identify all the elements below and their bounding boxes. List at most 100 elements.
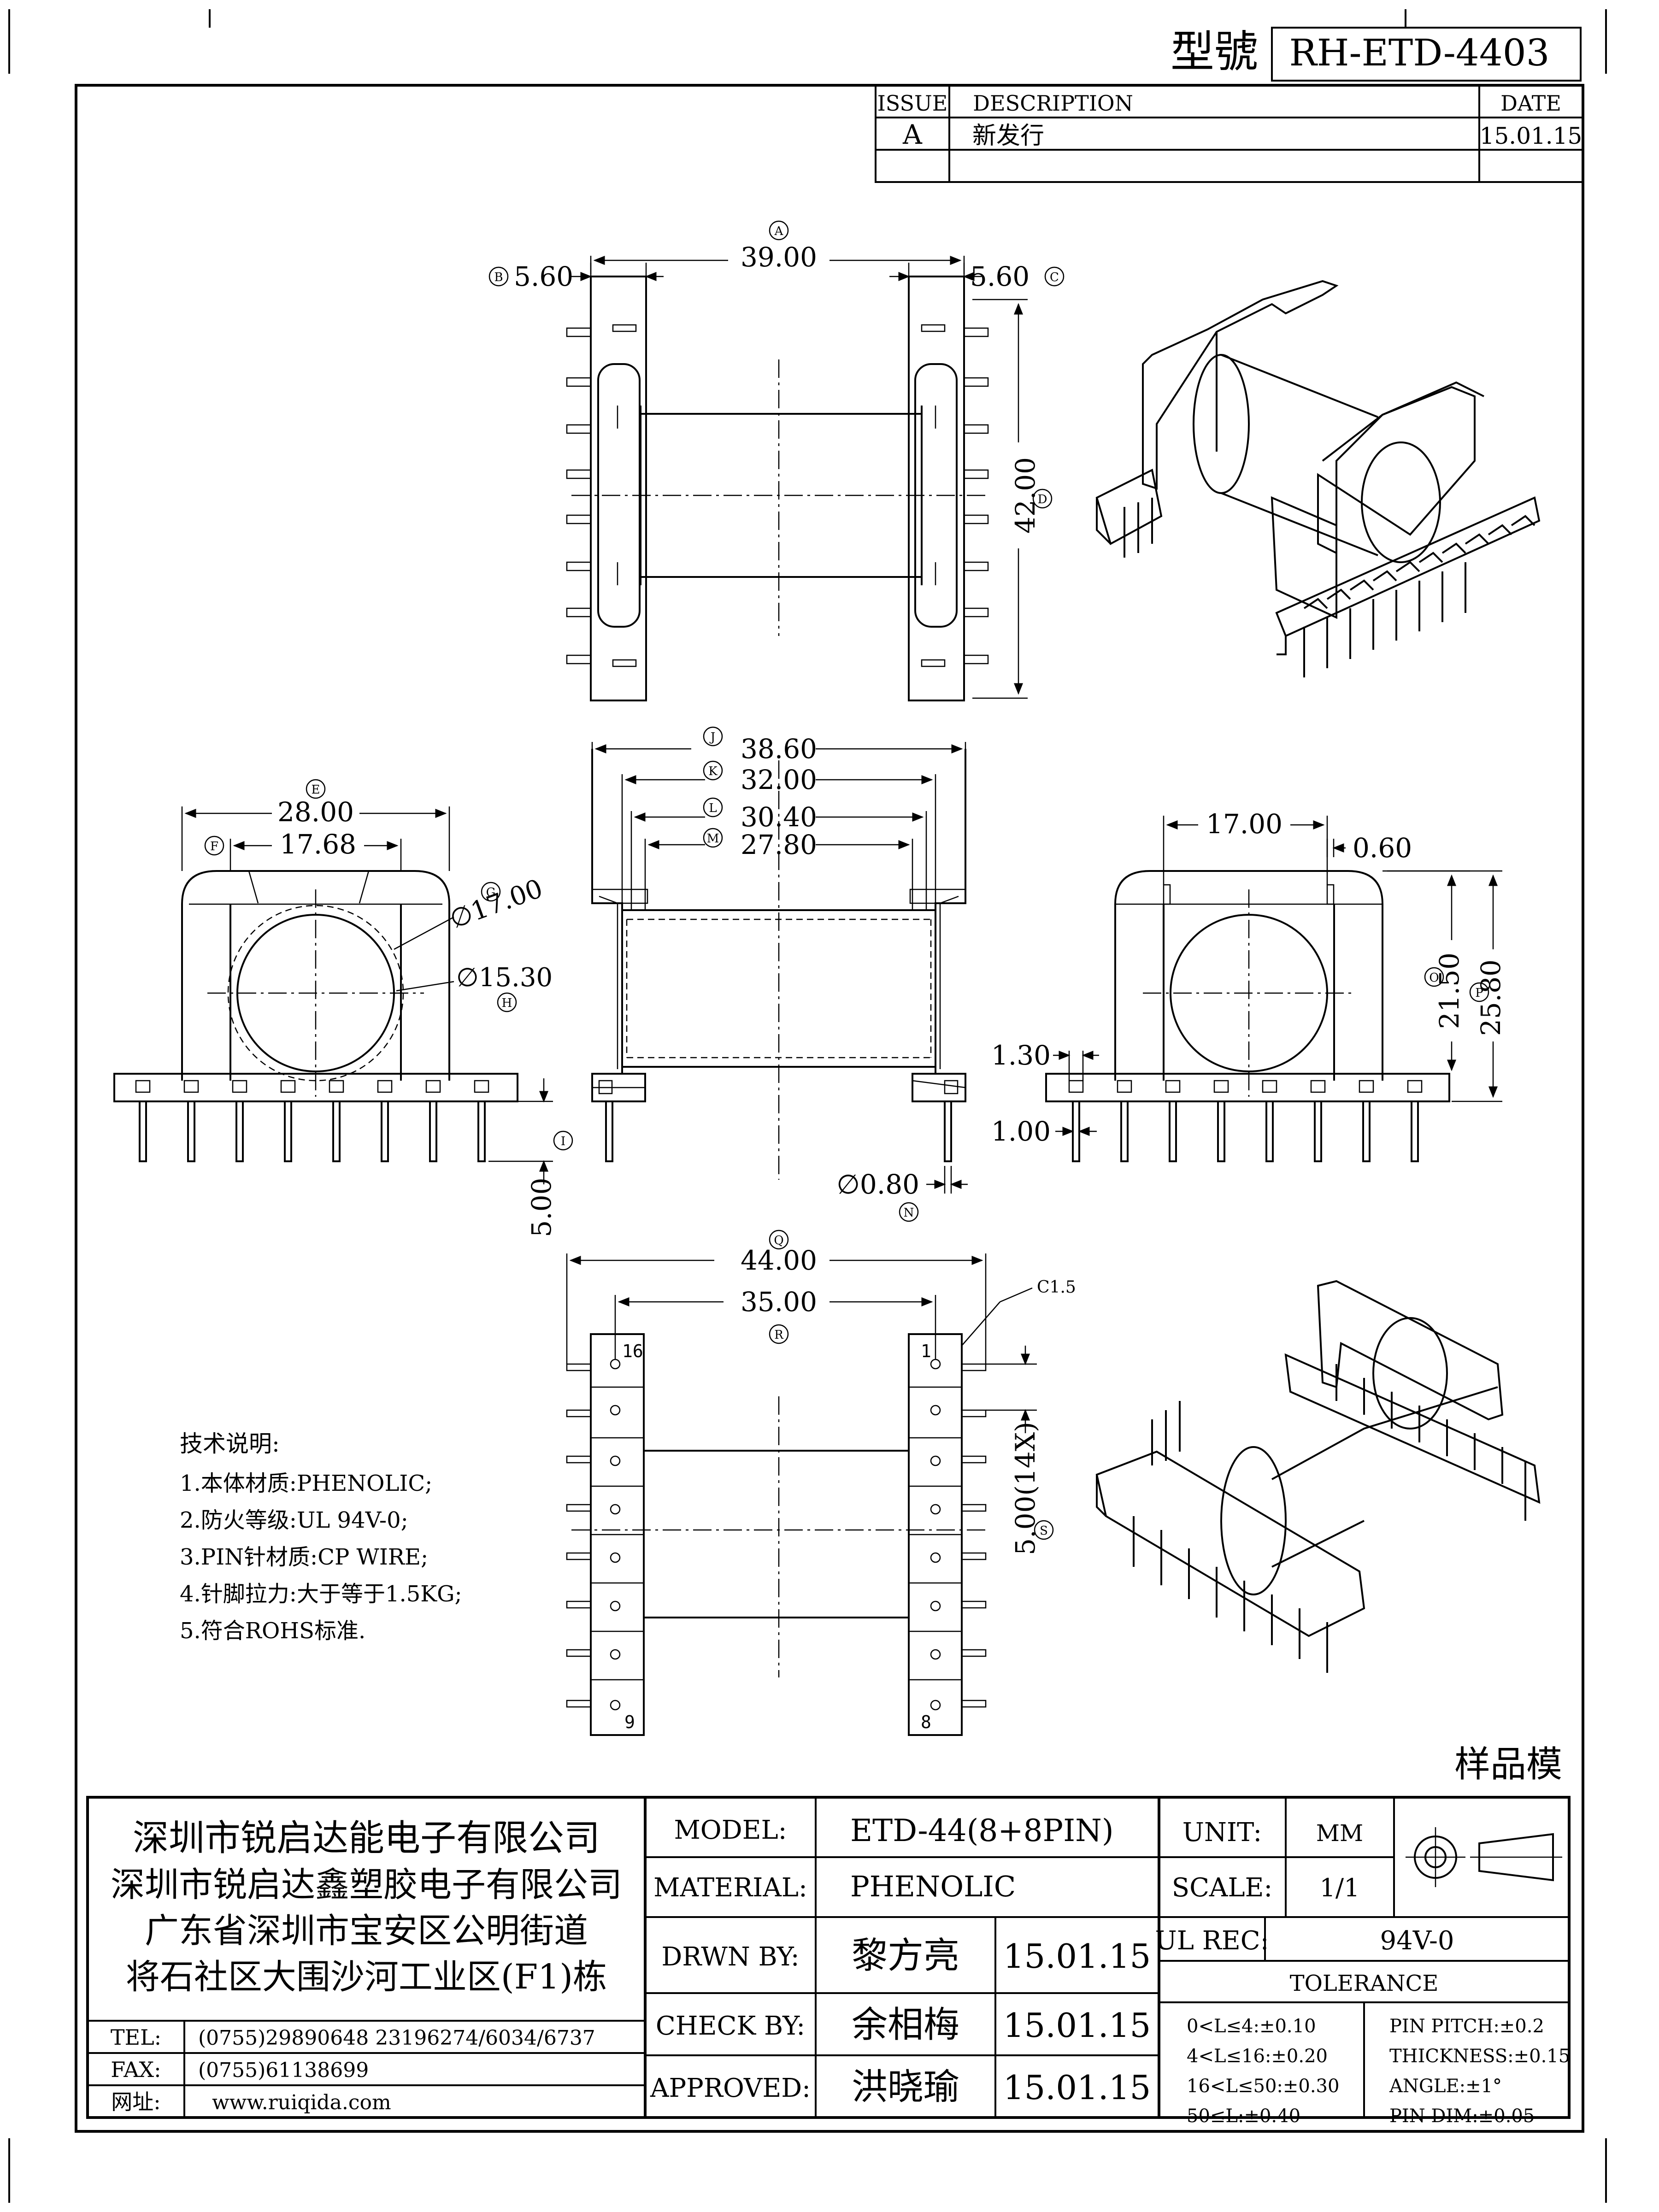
rev-col-desc: DESCRIPTION <box>973 91 1133 116</box>
model-value-tb: ETD-44(8+8PIN) <box>850 1813 1114 1848</box>
dim-d-value: 42.00 <box>1010 457 1041 534</box>
note-item-3: 3.PIN针材质:CP WIRE; <box>180 1544 428 1570</box>
company-line-1: 深圳市锐启达能电子有限公司 <box>133 1818 600 1859</box>
dim-f-value: 17.68 <box>280 829 356 860</box>
side-view: 38.60 J 32.00 K 30.40 L 27.80 M ∅0.80 <box>591 726 968 1222</box>
dim-c-tag: C <box>1050 271 1059 284</box>
dim-i-tag: I <box>561 1135 565 1148</box>
web-value: www.ruiqida.com <box>212 2091 391 2114</box>
dim-m-tag: M <box>707 832 719 846</box>
dim-f-tag: F <box>210 840 218 853</box>
drawn-date: 15.01.15 <box>1003 1937 1151 1976</box>
fax-label: FAX: <box>111 2057 161 2082</box>
dim-h-tag: H <box>502 996 512 1010</box>
dim-l-tag: L <box>709 801 717 815</box>
tolerance-label: TOLERANCE <box>1290 1971 1439 1996</box>
dim-q-tag: Q <box>774 1234 783 1247</box>
dim-d-tag: D <box>1038 493 1047 506</box>
pin-16-label: 16 <box>622 1341 643 1361</box>
notes-title: 技术说明: <box>180 1430 280 1457</box>
dim-o-tag: O <box>1429 971 1439 985</box>
dim-n-tag: N <box>904 1206 914 1220</box>
tel-value: (0755)29890648 23196274/6034/6737 <box>198 2026 595 2050</box>
note-item-1: 1.本体材质:PHENOLIC; <box>180 1471 432 1496</box>
dim-p-tag: P <box>1475 986 1483 1000</box>
sample-label: 样品模 <box>1454 1744 1562 1785</box>
dim-l-value: 30.40 <box>741 801 817 833</box>
dim-e-value: 28.00 <box>277 796 354 828</box>
pin-1-label: 1 <box>921 1341 931 1361</box>
dim-p-value: 25.80 <box>1475 959 1506 1036</box>
pin-8-label: 8 <box>921 1712 931 1732</box>
material-label: MATERIAL: <box>653 1873 807 1903</box>
dim-a-value: 39.00 <box>741 241 817 273</box>
check-date: 15.01.15 <box>1003 2006 1151 2045</box>
dim-k-value: 32.00 <box>741 764 817 795</box>
model-header: 型號 RH-ETD-4403 <box>1171 27 1582 82</box>
scale-label: SCALE: <box>1172 1873 1273 1903</box>
approved-date: 15.01.15 <box>1003 2068 1151 2107</box>
dim-g-tag: G <box>486 886 496 900</box>
unit-value: MM <box>1316 1820 1363 1847</box>
tol-right-3: ANGLE:±1° <box>1389 2076 1502 2097</box>
bottom-view: 16 1 9 8 44.00 Q 35.00 R C1.5 5.00(14X) … <box>566 1230 1076 1736</box>
check-by: 余相梅 <box>852 2004 959 2046</box>
dim-b-value: 5.60 <box>514 261 573 292</box>
company-line-3: 广东省深圳市宝安区公明街道 <box>145 1911 588 1951</box>
dim-a-tag: A <box>774 224 784 238</box>
top-view: 39.00 A B 5.60 5.60 C 42.00 D <box>488 220 1065 701</box>
model-label-tb: MODEL: <box>674 1815 787 1845</box>
dim-c15-value: C1.5 <box>1037 1278 1076 1297</box>
dim-r-tag: R <box>774 1328 784 1342</box>
dim-c-value: 5.60 <box>970 261 1030 292</box>
rev-col-issue: ISSUE <box>877 91 948 116</box>
note-item-2: 2.防火等级:UL 94V-0; <box>180 1507 408 1533</box>
rev-col-date: DATE <box>1500 91 1561 116</box>
note-item-4: 4.针脚拉力:大于等于1.5KG; <box>180 1581 462 1607</box>
dim-h-value: ∅15.30 <box>456 963 553 993</box>
dim-i-value: 5.00 <box>526 1177 557 1237</box>
tol-left-4: 50≤L:±0.40 <box>1187 2106 1300 2127</box>
model-label: 型號 <box>1171 27 1258 77</box>
dim-s-value: 5.00(14X) <box>1010 1422 1041 1555</box>
dim-b-tag: B <box>494 271 503 284</box>
dim-n-value: ∅0.80 <box>836 1169 919 1200</box>
drawn-by: 黎方亮 <box>852 1935 959 1977</box>
dim-17-value: 17.00 <box>1206 808 1282 840</box>
dim-m-value: 27.80 <box>741 829 817 860</box>
tol-right-2: THICKNESS:±0.15 <box>1389 2046 1570 2067</box>
dim-100-value: 1.00 <box>991 1116 1051 1147</box>
dim-q-value: 44.00 <box>741 1245 817 1276</box>
company-line-4: 将石社区大围沙河工业区(F1)栋 <box>126 1957 607 1997</box>
fax-value: (0755)61138699 <box>198 2059 369 2082</box>
tel-label: TEL: <box>111 2025 161 2050</box>
tol-left-1: 0<L≤4:±0.10 <box>1187 2016 1316 2037</box>
tol-right-1: PIN PITCH:±0.2 <box>1389 2016 1544 2037</box>
rev-issue-a: A <box>902 119 923 150</box>
dim-130-value: 1.30 <box>991 1040 1051 1071</box>
ul-label: UL REC: <box>1155 1926 1269 1956</box>
unit-label: UNIT: <box>1182 1818 1262 1847</box>
dim-g-value: ∅17.00 <box>446 874 547 935</box>
dim-r-value: 35.00 <box>741 1286 817 1318</box>
tol-right-4: PIN DIM:±0.05 <box>1389 2106 1535 2127</box>
scale-value: 1/1 <box>1320 1873 1360 1902</box>
drawn-label: DRWN BY: <box>661 1942 799 1972</box>
dim-s-tag: S <box>1040 1524 1048 1538</box>
end-view: 17.00 0.60 21.50 O 25.80 P 1.30 1.00 <box>991 808 1506 1162</box>
pin-9-label: 9 <box>624 1712 635 1732</box>
isometric-view-bottom <box>1095 1280 1541 1673</box>
rev-date-a: 15.01.15 <box>1480 123 1583 149</box>
tol-left-3: 16<L≤50:±0.30 <box>1187 2076 1339 2097</box>
isometric-view-top <box>1095 280 1541 677</box>
note-item-5: 5.符合ROHS标准. <box>180 1618 365 1644</box>
dim-o-value: 21.50 <box>1434 953 1465 1029</box>
front-view: 28.00 E 17.68 F ∅17.00 G ∅15.30 H 5.00 I <box>113 779 573 1237</box>
tol-left-2: 4<L≤16:±0.20 <box>1187 2046 1328 2067</box>
technical-notes: 技术说明: 1.本体材质:PHENOLIC; 2.防火等级:UL 94V-0; … <box>180 1430 462 1644</box>
model-number: RH-ETD-4403 <box>1289 31 1549 74</box>
approved-by: 洪晓瑜 <box>852 2066 959 2108</box>
dim-e-tag: E <box>312 783 320 797</box>
dim-060-value: 0.60 <box>1353 832 1412 864</box>
